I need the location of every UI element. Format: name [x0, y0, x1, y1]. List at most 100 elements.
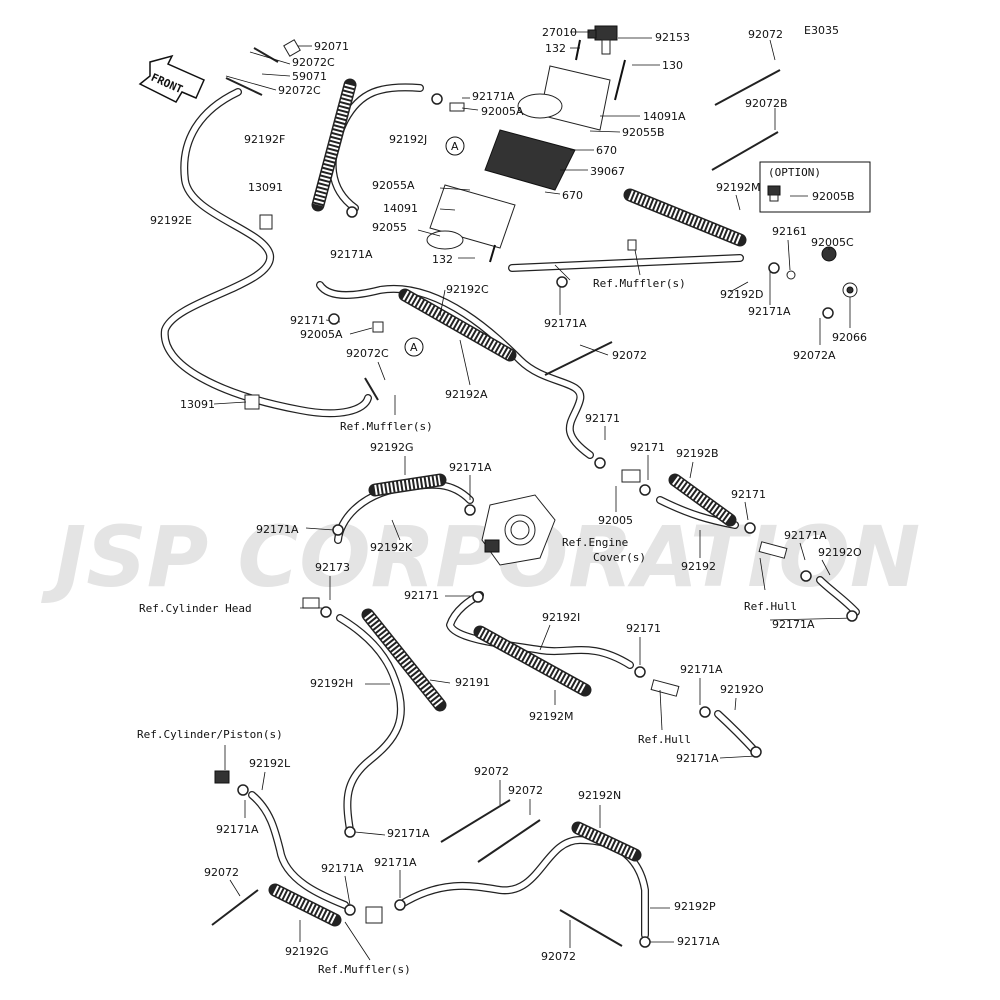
small-parts — [214, 25, 858, 924]
leader-line-79 — [554, 264, 571, 281]
marker-a-top: A — [445, 136, 465, 156]
ref-hull-2: Ref.Hull — [638, 733, 691, 746]
svg-text:A: A — [451, 140, 459, 153]
grommet-13091-bottom — [244, 394, 260, 410]
clamp-9 — [464, 504, 476, 516]
label-92192M-b: 92192M — [529, 710, 573, 723]
tie-band-7 — [559, 909, 623, 947]
leader-line-54 — [539, 624, 551, 651]
label-92171A-m: 92171A — [374, 856, 417, 869]
label-92171A-h: 92171A — [772, 618, 815, 631]
label-92192J: 92192J — [389, 133, 427, 146]
label-92171-b: 92171 — [585, 412, 620, 425]
label-92171A-f: 92171A — [256, 523, 299, 536]
tie-band-4 — [440, 799, 511, 843]
leader-line-57 — [429, 679, 451, 684]
label-92171A-i: 92171A — [680, 663, 723, 676]
leader-line-76 — [659, 689, 663, 731]
label-132-a: 132 — [545, 42, 566, 55]
clamp-5 — [594, 457, 606, 469]
label-92072-b: 92072 — [612, 349, 647, 362]
leader-line-2 — [261, 73, 291, 77]
leader-line-25 — [729, 281, 749, 293]
leader-line-30 — [439, 289, 446, 317]
label-92192P: 92192P — [674, 900, 716, 913]
label-92192F: 92192F — [244, 133, 285, 146]
fitting-hull-2 — [650, 679, 680, 697]
corrugated-sleeve-5 — [473, 625, 592, 697]
marker-a-mid: A — [404, 337, 424, 357]
label-92171A-o: 92171A — [387, 827, 430, 840]
label-92005B: 92005B — [812, 190, 855, 203]
ref-engine-cover-line1: Ref.Engine — [562, 536, 628, 549]
label-92171A-j: 92171A — [676, 752, 719, 765]
label-92192N: 92192N — [578, 789, 621, 802]
label-92072-c: 92072 — [474, 765, 509, 778]
label-92153: 92153 — [655, 31, 690, 44]
clamp-1 — [346, 206, 358, 218]
leader-line-32 — [349, 327, 373, 335]
leader-line-62 — [261, 771, 266, 791]
label-92192M-a: 92192M — [716, 181, 760, 194]
leader-line-33 — [377, 361, 386, 381]
leader-line-34 — [459, 339, 471, 386]
label-92192O-a: 92192O — [818, 546, 862, 559]
leader-line-9 — [461, 107, 479, 111]
label-92171A-d: 92171A — [544, 317, 587, 330]
clamp-17 — [237, 784, 249, 796]
label-92072C-c: 92072C — [346, 347, 389, 360]
leader-line-48 — [799, 542, 806, 561]
clamp-19 — [344, 904, 356, 916]
clamp-10 — [800, 570, 812, 582]
ref-cylinder-head: Ref.Cylinder Head — [139, 602, 252, 615]
leader-line-61 — [719, 755, 757, 759]
leader-line-23 — [787, 239, 791, 271]
label-92072-e: 92072 — [204, 866, 239, 879]
leader-line-68 — [344, 875, 351, 906]
label-92192D: 92192D — [720, 288, 763, 301]
ref-engine-cover-line2: Cover(s) — [593, 551, 646, 564]
label-92192I: 92192I — [542, 611, 580, 624]
leader-line-35 — [579, 344, 609, 356]
fitting-option — [767, 185, 781, 202]
ref-muffler-mid: Ref.Muffler(s) — [340, 420, 433, 433]
leader-line-11 — [589, 130, 621, 133]
fitting-92005A — [372, 321, 384, 333]
label-92171-e: 92171 — [404, 589, 439, 602]
fitting-hull-1 — [758, 541, 788, 559]
washer-92161 — [786, 270, 796, 280]
leader-line-14 — [544, 191, 561, 195]
leader-line-36 — [213, 401, 247, 405]
engine-cover-fitting — [481, 494, 556, 566]
label-92161: 92161 — [772, 225, 807, 238]
label-92171-c: 92171 — [630, 441, 665, 454]
tie-band-0 — [714, 69, 781, 106]
leader-line-41 — [744, 501, 749, 521]
svg-text:A: A — [410, 341, 418, 354]
label-92072C-a: 92072C — [292, 56, 335, 69]
clamp-16 — [320, 606, 332, 618]
label-92055: 92055 — [372, 221, 407, 234]
corrugated-sleeve-1 — [623, 188, 747, 247]
diagram-code: E3035 — [804, 24, 839, 37]
tie-band-9 — [253, 47, 279, 63]
leader-line-52 — [769, 617, 856, 621]
label-92005C: 92005C — [811, 236, 854, 249]
leader-line-3 — [225, 75, 277, 91]
grommet-13091-top — [259, 214, 273, 230]
leader-line-16 — [439, 208, 456, 211]
clamp-7 — [744, 522, 756, 534]
fitting-92005 — [621, 469, 641, 483]
leader-line-80 — [634, 249, 641, 276]
leader-lines — [213, 31, 858, 961]
clamp-0 — [431, 93, 443, 105]
label-92171A-g: 92171A — [784, 529, 827, 542]
label-92005: 92005 — [598, 514, 633, 527]
leader-line-49 — [821, 559, 831, 576]
label-14091: 14091 — [383, 202, 418, 215]
clamp-13 — [634, 666, 646, 678]
label-92171A-l: 92171A — [321, 862, 364, 875]
leader-line-74 — [354, 831, 386, 836]
